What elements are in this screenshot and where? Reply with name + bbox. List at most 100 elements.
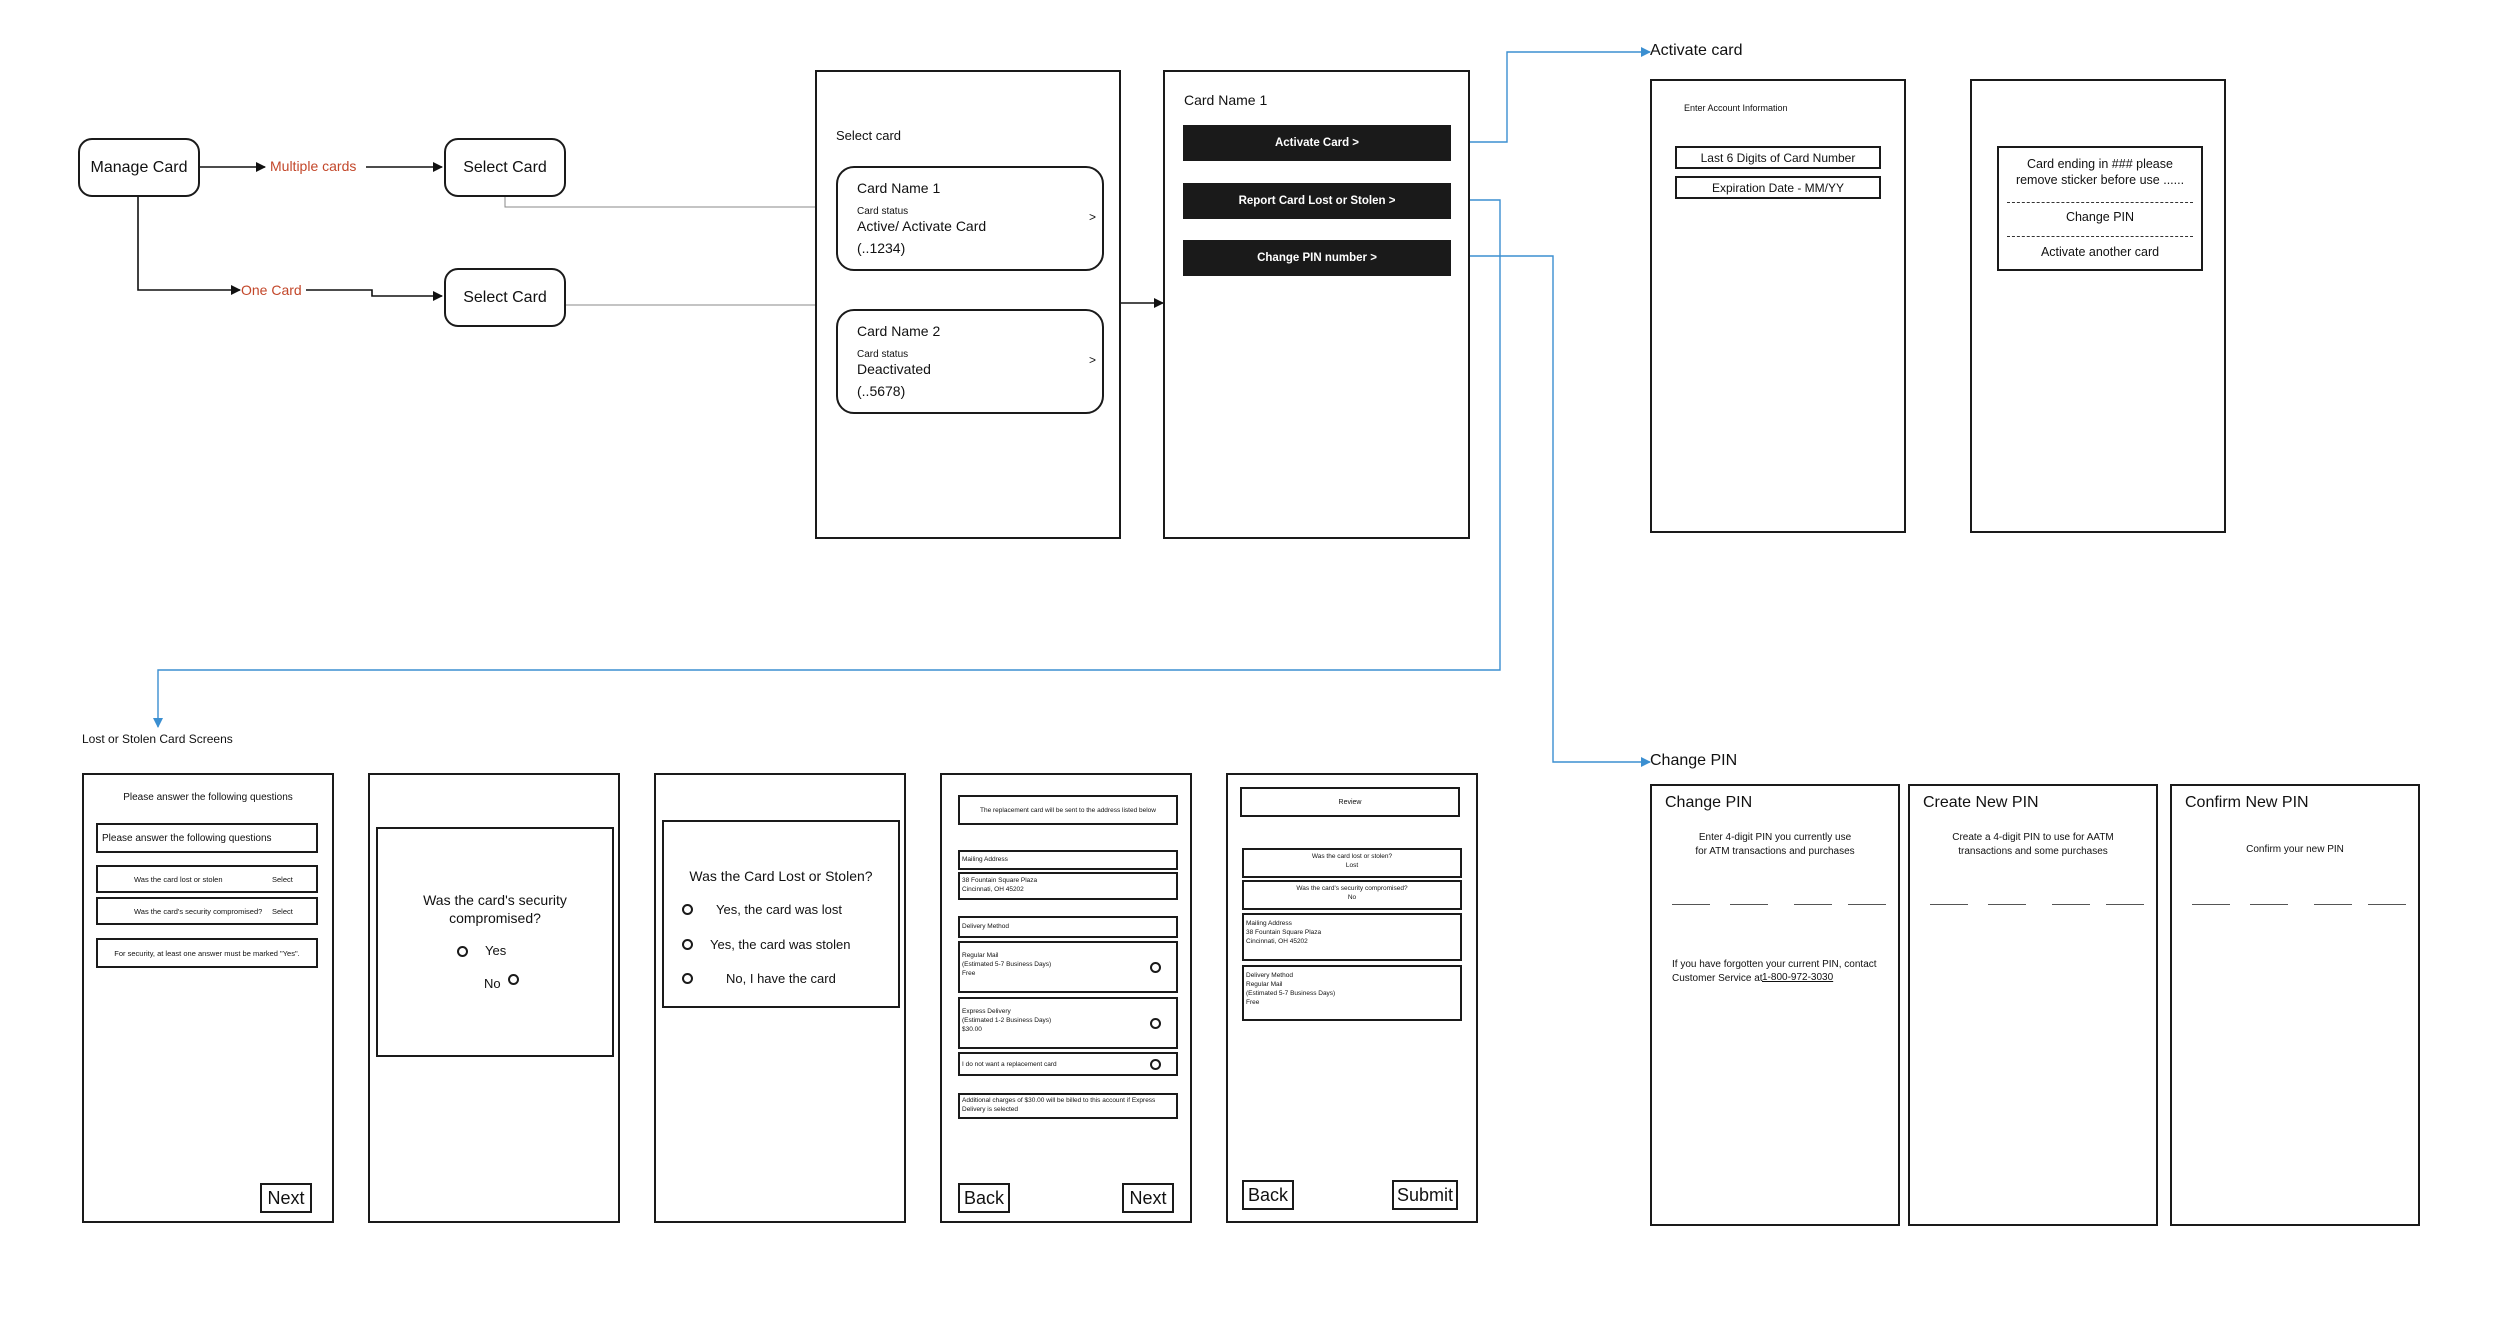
select-dropdown[interactable]: Select bbox=[272, 875, 293, 884]
card-digits-field[interactable]: Last 6 Digits of Card Number bbox=[1675, 146, 1881, 169]
back-button[interactable]: Back bbox=[1242, 1180, 1294, 1210]
have-card-label: No, I have the card bbox=[726, 971, 836, 986]
regular-radio[interactable] bbox=[1150, 962, 1161, 973]
lost-stolen-screen-3: Was the Card Lost or Stolen? Yes, the ca… bbox=[654, 773, 906, 1223]
question-text: Was the card lost or stolen bbox=[134, 875, 223, 884]
pin-digit-slot[interactable] bbox=[2192, 904, 2230, 905]
change-pin-screen-1: Change PIN Enter 4-digit PIN you current… bbox=[1650, 784, 1900, 1226]
question-text: Was the card's security compromised? bbox=[134, 907, 263, 916]
change-pin-section-label: Change PIN bbox=[1650, 752, 1738, 769]
one-card-label: One Card bbox=[241, 282, 302, 298]
line-select1-to-screen bbox=[504, 197, 815, 208]
pin-digit-slot[interactable] bbox=[1730, 904, 1768, 905]
arrow-onecard-to-select bbox=[306, 289, 443, 301]
card-number: (..1234) bbox=[857, 240, 906, 256]
express-delivery-option[interactable]: Express Delivery (Estimated 1-2 Business… bbox=[958, 997, 1178, 1049]
yes-label: Yes bbox=[485, 943, 507, 958]
review-header: Review bbox=[1240, 787, 1460, 817]
card-status-label: Card status bbox=[857, 349, 909, 360]
black-connectors bbox=[137, 162, 1164, 308]
pin-digit-slot[interactable] bbox=[2250, 904, 2288, 905]
no-replacement-option[interactable]: I do not want a replacement card bbox=[958, 1052, 1178, 1076]
yes-radio[interactable] bbox=[457, 946, 468, 957]
questions-box-title: Please answer the following questions bbox=[96, 823, 318, 853]
answer-text: No bbox=[1347, 894, 1357, 901]
answer-text: Lost bbox=[1345, 862, 1359, 869]
change-pin-link[interactable]: Change PIN bbox=[2065, 210, 2135, 224]
card-tile-1[interactable]: Card Name 1 Card status Active/ Activate… bbox=[836, 166, 1104, 271]
activate-screen-2: Card ending in ### please remove sticker… bbox=[1970, 79, 2226, 533]
card-number: (..5678) bbox=[857, 383, 906, 399]
forgot-pin-text: If you have forgotten your current PIN, … bbox=[1672, 959, 1877, 984]
screen-title: Card Name 1 bbox=[1184, 92, 1268, 108]
activation-confirmation-box: Card ending in ### please remove sticker… bbox=[1997, 146, 2203, 271]
express-radio[interactable] bbox=[1150, 1018, 1161, 1029]
pin-digit-slot[interactable] bbox=[1930, 904, 1968, 905]
report-lost-stolen-button[interactable]: Report Card Lost or Stolen > bbox=[1183, 183, 1451, 219]
next-button[interactable]: Next bbox=[1122, 1183, 1174, 1213]
pin-digit-slot[interactable] bbox=[2314, 904, 2352, 905]
lost-radio[interactable] bbox=[682, 904, 693, 915]
option-text: I do not want a replacement card bbox=[962, 1061, 1057, 1068]
select-card-screen: Select card Card Name 1 Card status Acti… bbox=[815, 70, 1121, 539]
pin-digit-slot[interactable] bbox=[1794, 904, 1832, 905]
submit-button[interactable]: Submit bbox=[1392, 1180, 1458, 1210]
select-card-node-1[interactable]: Select Card bbox=[444, 138, 566, 197]
screen-heading: Please answer the following questions bbox=[123, 792, 293, 803]
select-dropdown[interactable]: Select bbox=[272, 907, 293, 916]
pin-digit-slot[interactable] bbox=[2052, 904, 2090, 905]
question-row-1[interactable]: Was the card lost or stolen Select bbox=[96, 865, 318, 893]
back-button[interactable]: Back bbox=[958, 1183, 1010, 1213]
lost-stolen-screen-2: Was the card's security compromised? Yes… bbox=[368, 773, 620, 1223]
card-status: Active/ Activate Card bbox=[857, 218, 987, 234]
question-text: Was the card lost or stolen? bbox=[1311, 853, 1393, 860]
manage-card-node[interactable]: Manage Card bbox=[78, 138, 200, 197]
mailing-address: 38 Fountain Square Plaza Cincinnati, OH … bbox=[958, 872, 1178, 900]
next-button[interactable]: Next bbox=[260, 1183, 312, 1213]
pin-digit-slot[interactable] bbox=[1988, 904, 2026, 905]
arrow-manage-to-onecard bbox=[137, 197, 241, 295]
pin-digit-slot[interactable] bbox=[2106, 904, 2144, 905]
select-card-node-2[interactable]: Select Card bbox=[444, 268, 566, 327]
activate-card-button[interactable]: Activate Card > bbox=[1183, 125, 1451, 161]
divider bbox=[2007, 236, 2193, 237]
arrow-to-change-pin bbox=[1453, 255, 1651, 767]
pin-digit-slot[interactable] bbox=[1672, 904, 1710, 905]
arrow-to-lost-stolen bbox=[153, 199, 1501, 728]
replacement-notice: The replacement card will be sent to the… bbox=[958, 795, 1178, 825]
question-row-2[interactable]: Was the card's security compromised? Sel… bbox=[96, 897, 318, 925]
change-pin-button[interactable]: Change PIN number > bbox=[1183, 240, 1451, 276]
stolen-radio[interactable] bbox=[682, 939, 693, 950]
no-replacement-radio[interactable] bbox=[1150, 1059, 1161, 1070]
expiration-date-field[interactable]: Expiration Date - MM/YY bbox=[1675, 176, 1881, 199]
charges-note: Additional charges of $30.00 will be bil… bbox=[958, 1093, 1178, 1119]
screen-title: Select card bbox=[836, 128, 902, 143]
lost-or-stolen-box: Was the Card Lost or Stolen? Yes, the ca… bbox=[662, 820, 900, 1008]
no-radio[interactable] bbox=[508, 974, 519, 985]
lost-label: Yes, the card was lost bbox=[716, 902, 842, 917]
lost-stolen-screen-4: The replacement card will be sent to the… bbox=[940, 773, 1192, 1223]
screen-title: Change PIN bbox=[1665, 794, 1753, 811]
chevron-right-icon: > bbox=[1088, 210, 1096, 224]
activate-another-card-link[interactable]: Activate another card bbox=[2040, 245, 2160, 259]
card-name: Card Name 2 bbox=[857, 323, 941, 339]
review-address: Mailing Address 38 Fountain Square Plaza… bbox=[1242, 913, 1462, 961]
review-q1: Was the card lost or stolen? Lost bbox=[1242, 848, 1462, 878]
manage-card-label: Manage Card bbox=[90, 158, 188, 176]
have-card-radio[interactable] bbox=[682, 973, 693, 984]
security-note: For security, at least one answer must b… bbox=[96, 938, 318, 968]
pin-digit-slot[interactable] bbox=[2368, 904, 2406, 905]
pin-instruction: Confirm your new PIN bbox=[2246, 844, 2344, 855]
option-text: Express Delivery (Estimated 1-2 Business… bbox=[962, 1008, 1052, 1033]
review-q2: Was the card's security compromised? No bbox=[1242, 880, 1462, 910]
select-card-label: Select Card bbox=[463, 158, 547, 176]
regular-mail-option[interactable]: Regular Mail (Estimated 5-7 Business Day… bbox=[958, 941, 1178, 993]
card-tile-2[interactable]: Card Name 2 Card status Deactivated (..5… bbox=[836, 309, 1104, 414]
customer-service-phone-link[interactable]: 1-800-972-3030 bbox=[1762, 972, 1834, 983]
pin-digit-slot[interactable] bbox=[1848, 904, 1886, 905]
question-text: Was the card's security compromised? bbox=[1296, 885, 1408, 892]
card-detail-screen: Card Name 1 Activate Card > Report Card … bbox=[1163, 70, 1470, 539]
activate-screen-1: Enter Account Information Last 6 Digits … bbox=[1650, 79, 1906, 533]
no-label: No bbox=[484, 976, 501, 991]
